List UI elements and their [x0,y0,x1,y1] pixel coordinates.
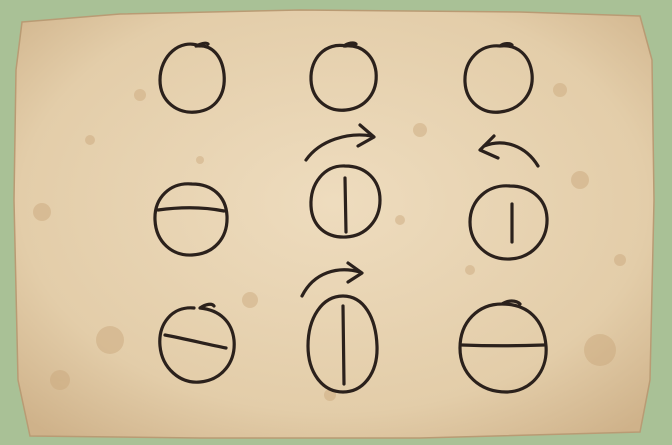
vertical-line-r2c2 [345,178,346,232]
paper-sheet [14,10,654,438]
horizontal-line-r3c3 [462,345,544,346]
vertical-line-r3c2 [343,306,344,384]
